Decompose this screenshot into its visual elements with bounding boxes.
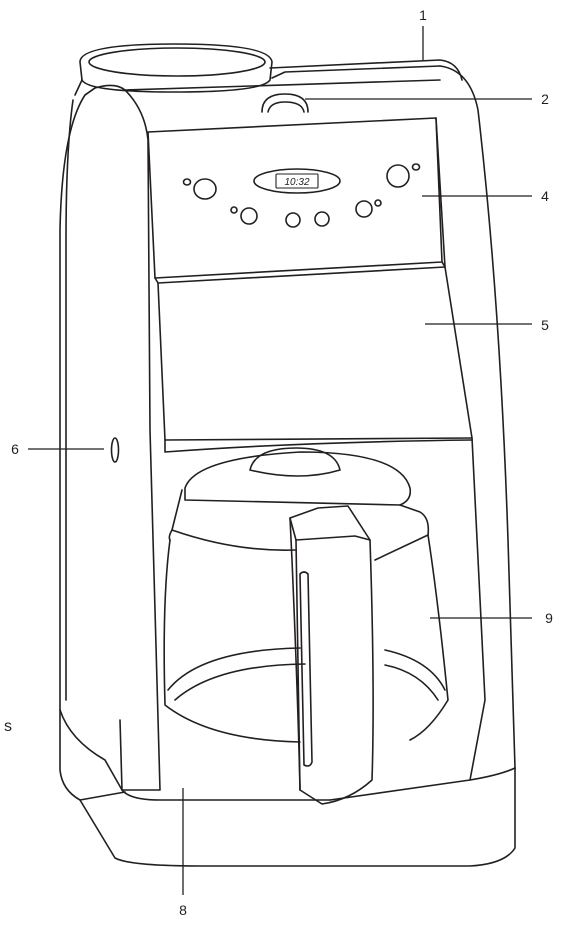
carafe (163, 447, 449, 805)
callout-5: 5 (541, 317, 549, 333)
callouts: 1 2 4 5 6 9 8 s (4, 7, 553, 918)
hopper-lid (74, 43, 273, 96)
left-tower (59, 84, 161, 791)
strength-button (355, 200, 373, 218)
base-housing (59, 709, 516, 867)
callout-8: 8 (179, 902, 187, 918)
lcd-display: 10:32 (253, 168, 341, 194)
right-tower (435, 65, 516, 781)
callout-2: 2 (541, 91, 549, 107)
carafe-handle (289, 505, 374, 805)
indicator-light (182, 178, 192, 186)
top-panel (124, 59, 463, 113)
callout-9: 9 (545, 610, 553, 626)
edge-text-fragment: s (4, 718, 12, 735)
grind-button (314, 211, 330, 227)
callout-4: 4 (541, 188, 549, 204)
side-switch (110, 437, 120, 463)
hour-button (240, 207, 258, 225)
callout-1: 1 (419, 7, 427, 23)
minute-button (285, 212, 301, 228)
indicator-light (374, 199, 382, 207)
display-time: 10:32 (284, 177, 309, 188)
indicator-light (411, 163, 421, 171)
control-panel: 10:32 (147, 117, 443, 279)
power-button (386, 164, 410, 188)
program-button (193, 178, 217, 200)
callout-6: 6 (11, 441, 19, 457)
indicator-light (230, 206, 238, 214)
filter-housing (154, 261, 473, 453)
